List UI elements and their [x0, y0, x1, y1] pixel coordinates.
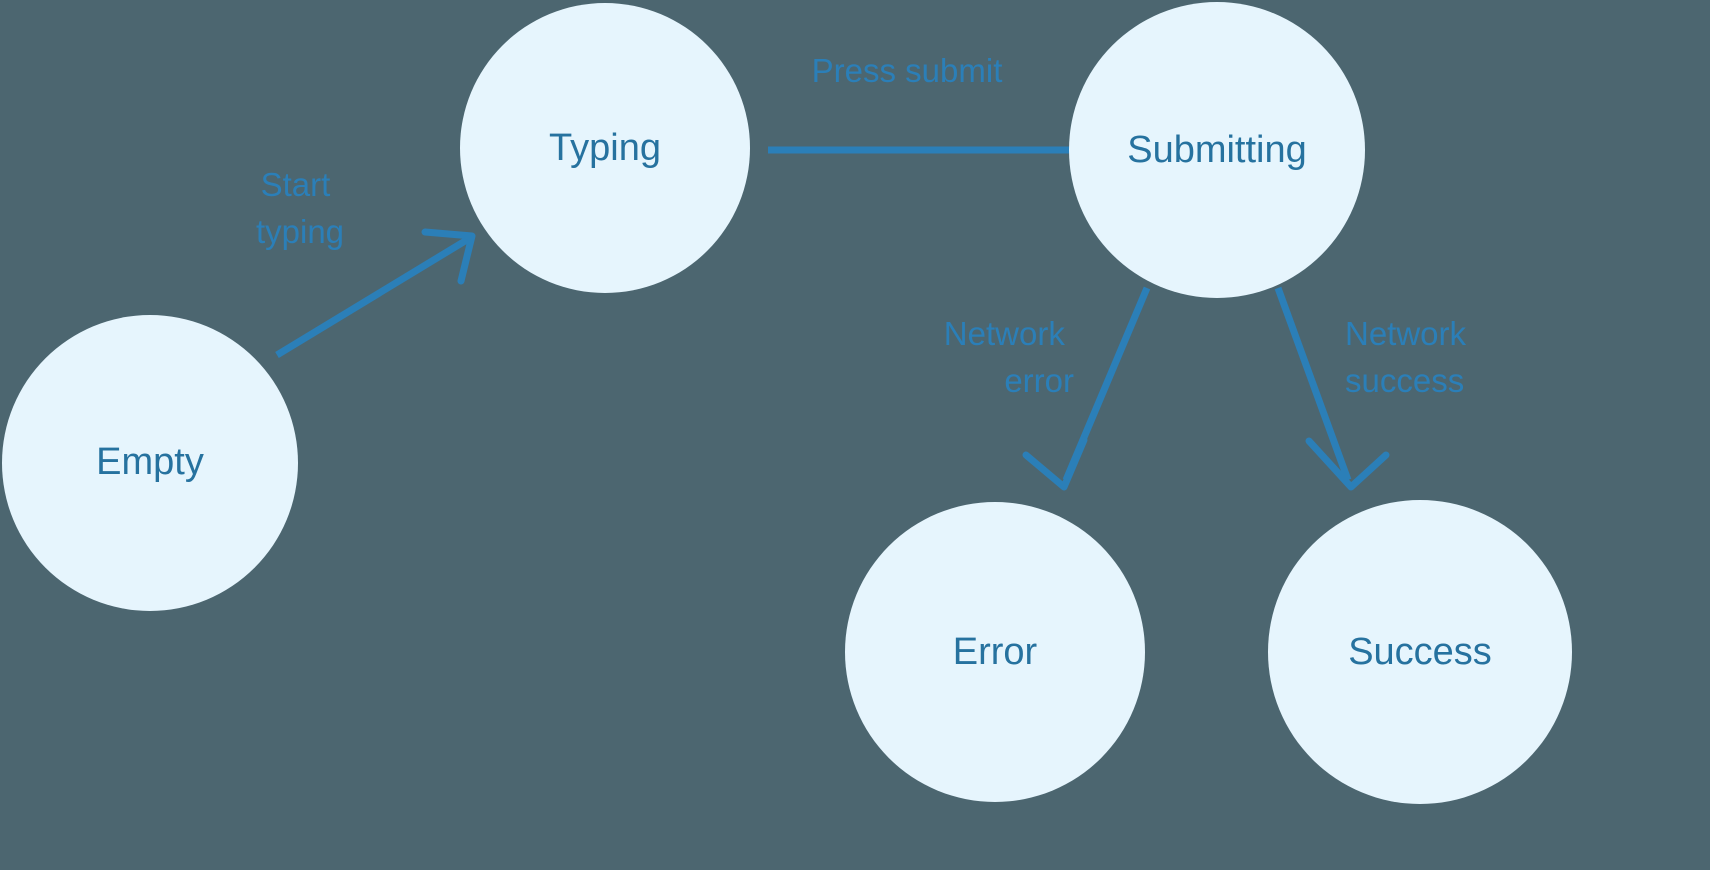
state-label-success: Success	[1348, 631, 1492, 673]
state-circle-typing	[460, 3, 750, 293]
state-label-empty: Empty	[96, 441, 204, 483]
edge-label-line: Network	[944, 315, 1066, 352]
edge-submitting-to-success[interactable]: Network success	[1274, 286, 1475, 491]
state-label-error: Error	[953, 631, 1038, 673]
arrowhead-empty-to-typing	[421, 228, 476, 285]
state-node-typing[interactable]: Typing	[460, 3, 750, 293]
state-circle-submitting	[1069, 2, 1365, 298]
edge-label-line: success	[1345, 362, 1464, 399]
edge-label-line: Press submit	[812, 52, 1003, 89]
arrowhead-submitting-to-success	[1305, 437, 1390, 491]
state-label-submitting: Submitting	[1127, 129, 1307, 171]
edge-label-typing-to-submitting: Press submit	[812, 52, 1003, 89]
edge-label-empty-to-typing: Start typing	[256, 166, 344, 250]
edge-label-line: error	[1004, 362, 1074, 399]
state-label-typing: Typing	[549, 127, 661, 169]
edge-line-submitting-to-success	[1274, 286, 1352, 482]
state-node-empty[interactable]: Empty	[2, 315, 298, 611]
state-circle-empty	[2, 315, 298, 611]
edge-label-line: typing	[256, 213, 344, 250]
edge-label-submitting-to-success: Network success	[1345, 315, 1475, 399]
edge-label-line: Start	[261, 166, 331, 203]
edge-label-submitting-to-error: Network error	[944, 315, 1074, 399]
state-node-success[interactable]: Success	[1268, 500, 1572, 804]
edge-line-empty-to-typing	[275, 235, 472, 358]
state-circle-error	[845, 502, 1145, 802]
arrowhead-submitting-to-error	[1022, 436, 1088, 491]
edge-label-line: Network	[1345, 315, 1467, 352]
edge-empty-to-typing[interactable]: Start typing	[256, 166, 476, 358]
state-circle-success	[1268, 500, 1572, 804]
state-node-error[interactable]: Error	[845, 502, 1145, 802]
edge-submitting-to-error[interactable]: Network error	[944, 286, 1151, 491]
state-node-submitting[interactable]: Submitting	[1069, 2, 1365, 298]
